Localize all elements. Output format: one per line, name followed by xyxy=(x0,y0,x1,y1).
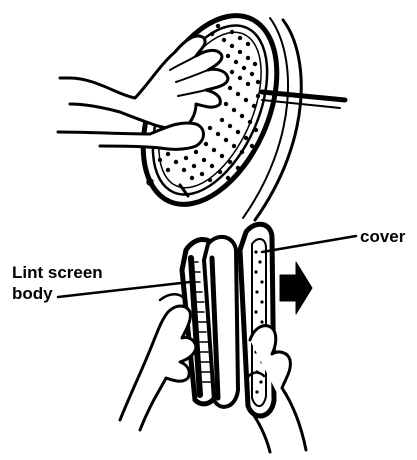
left-hand xyxy=(120,306,196,430)
hand-back xyxy=(70,36,228,128)
left-hand-thumb xyxy=(160,294,186,302)
lower-arm xyxy=(58,123,204,149)
cover-label: cover xyxy=(360,227,405,247)
cover-leader-line xyxy=(262,236,356,252)
door-opening-inner-arc xyxy=(243,18,288,218)
door-opening-outer-arc xyxy=(255,20,301,220)
pull-direction-arrow xyxy=(280,262,312,314)
lint-screen-body-label-line1: Lint screen xyxy=(12,263,103,283)
lint-screen-removal-figure xyxy=(58,224,356,452)
dryer-door-figure xyxy=(58,0,345,225)
lint-screen-body-label-line2: body xyxy=(12,284,53,304)
